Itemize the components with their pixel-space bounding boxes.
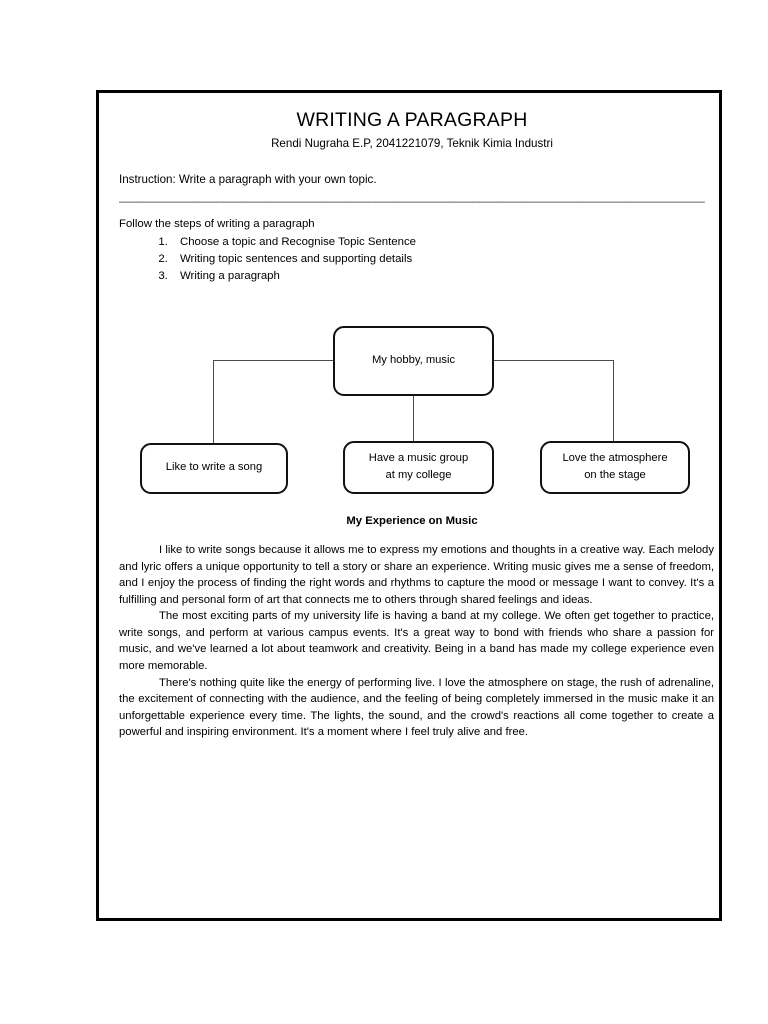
instruction-text: Instruction: Write a paragraph with your… bbox=[119, 173, 377, 187]
diagram-leaf-2-line-1: Have a music group bbox=[368, 451, 469, 464]
horizontal-divider: ________________________________________… bbox=[119, 190, 705, 204]
diagram-node-leaf-1-label: Like to write a song bbox=[166, 459, 262, 476]
document-border-frame: WRITING A PARAGRAPH Rendi Nugraha E.P, 2… bbox=[96, 90, 722, 921]
diagram-node-leaf-2: Have a music group at my college bbox=[343, 440, 494, 494]
diagram-leaf-1-line-1: Like to write a song bbox=[165, 461, 263, 474]
connector-line-left-horizontal bbox=[213, 359, 335, 362]
essay-paragraph: I like to write songs because it allows … bbox=[119, 544, 714, 606]
connector-line-left-vertical bbox=[213, 359, 215, 444]
step-item: Writing a paragraph bbox=[171, 268, 714, 285]
diagram-node-leaf-3: Love the atmosphere on the stage bbox=[540, 440, 690, 494]
steps-list: Choose a topic and Recognise Topic Sente… bbox=[110, 234, 714, 286]
essay-paragraph: There's nothing quite like the energy of… bbox=[119, 676, 714, 739]
essay-title: My Experience on Music bbox=[346, 514, 478, 527]
connector-line-right-horizontal bbox=[492, 359, 614, 362]
diagram-leaf-3-line-2: on the stage bbox=[584, 469, 646, 482]
steps-heading: Follow the steps of writing a paragraph bbox=[119, 218, 315, 231]
diagram-node-leaf-1: Like to write a song bbox=[140, 442, 288, 494]
connector-line-center-vertical bbox=[413, 394, 415, 443]
diagram-node-leaf-3-label: Love the atmosphere on the stage bbox=[562, 450, 667, 485]
diagram-node-leaf-2-label: Have a music group at my college bbox=[369, 450, 469, 485]
author-line: Rendi Nugraha E.P, 2041221079, Teknik Ki… bbox=[271, 137, 553, 151]
connector-line-right-vertical bbox=[613, 359, 615, 443]
diagram-node-root-label: My hobby, music bbox=[371, 353, 456, 366]
essay-paragraph: The most exciting parts of my university… bbox=[119, 610, 714, 672]
concept-map-diagram: My hobby, music Like to write a song Hav… bbox=[110, 309, 714, 494]
page-title: WRITING A PARAGRAPH bbox=[296, 109, 528, 131]
document-content: WRITING A PARAGRAPH Rendi Nugraha E.P, 2… bbox=[110, 99, 714, 911]
essay-body: I like to write songs because it allows … bbox=[119, 542, 714, 741]
diagram-leaf-2-line-2: at my college bbox=[385, 469, 452, 482]
diagram-leaf-3-line-1: Love the atmosphere bbox=[562, 451, 668, 464]
step-item: Writing topic sentences and supporting d… bbox=[171, 251, 714, 268]
step-item: Choose a topic and Recognise Topic Sente… bbox=[171, 234, 714, 251]
diagram-node-root: My hobby, music bbox=[333, 325, 494, 396]
